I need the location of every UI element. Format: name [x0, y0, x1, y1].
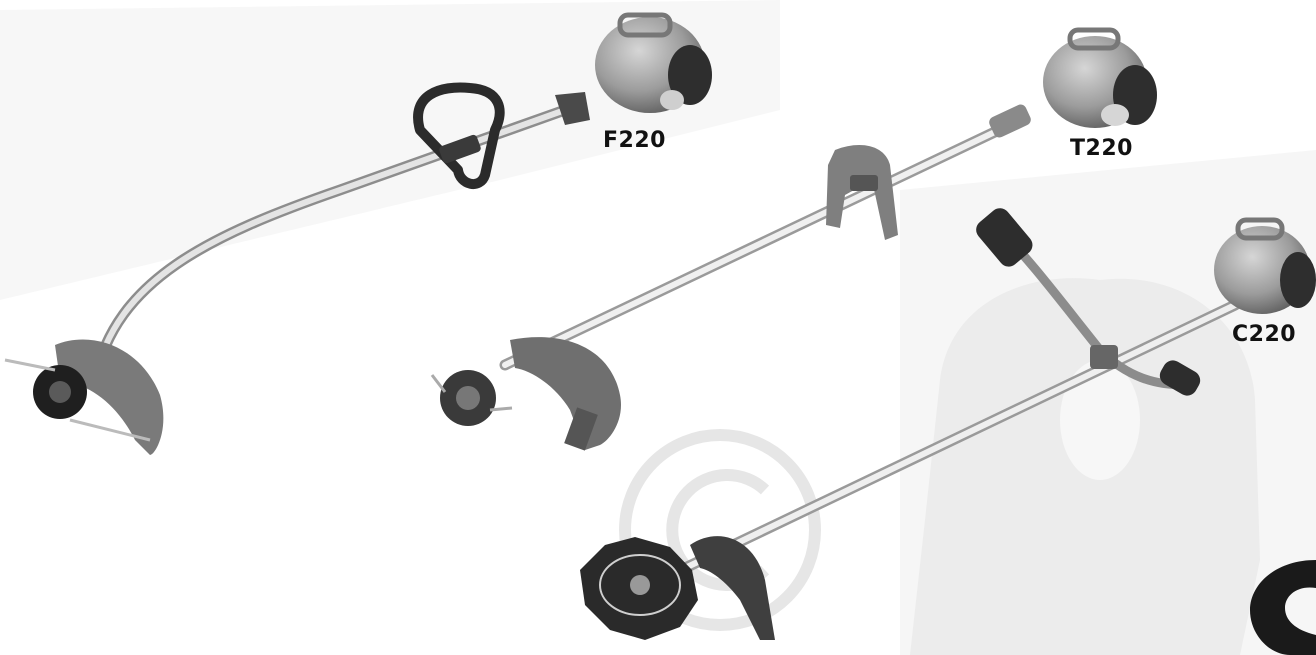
- backdrop-panel: [0, 0, 780, 300]
- model-label-t220: T220: [1070, 136, 1133, 161]
- c220-left-grip: [976, 208, 1033, 267]
- f220-trimmer: [4, 12, 712, 455]
- t220-loop-handle: [826, 145, 898, 240]
- c220-blade: [580, 537, 698, 640]
- c220-bike-handle: [995, 225, 1190, 390]
- t220-guard: [510, 337, 621, 450]
- f220-guard: [55, 339, 164, 455]
- c220-brushcutter: [580, 208, 1316, 640]
- c220-right-grip: [1159, 360, 1201, 396]
- model-label-f220: F220: [603, 128, 666, 153]
- c220-guard: [690, 536, 775, 640]
- f220-loop-handle: [413, 82, 505, 189]
- model-label-c220: C220: [1232, 322, 1297, 347]
- logo-fragment-icon: [1250, 560, 1316, 655]
- t220-trimmer: [430, 27, 1157, 451]
